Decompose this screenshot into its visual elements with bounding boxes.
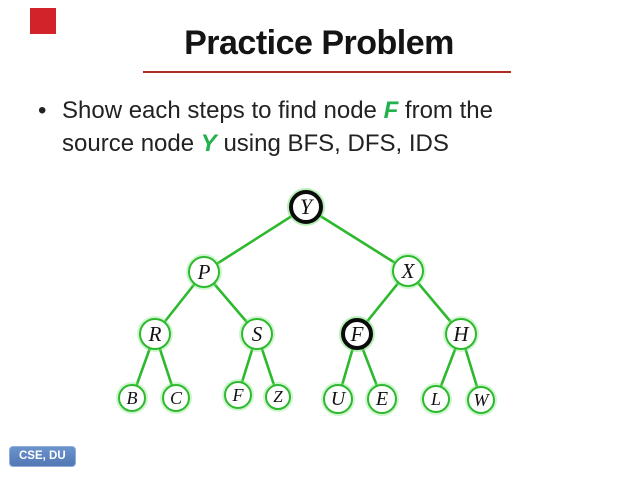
tree-node-label: P bbox=[197, 259, 211, 284]
tree-node-X: X bbox=[392, 255, 424, 287]
tree-node-E: E bbox=[367, 384, 397, 414]
tree-node-L: L bbox=[422, 385, 450, 413]
tree-node-label: B bbox=[126, 387, 138, 408]
tree-edge-Y-P bbox=[203, 205, 307, 274]
tree-node-Y: Y bbox=[289, 190, 323, 224]
tree-node-label: Y bbox=[299, 194, 313, 219]
tree-node-H: H bbox=[445, 318, 477, 350]
tree-node-R: R bbox=[139, 318, 171, 350]
tree-node-label: C bbox=[169, 387, 182, 408]
title-area: Practice Problem bbox=[0, 24, 638, 63]
bullet-line2-pre: source node bbox=[62, 130, 201, 157]
tree-node-F2: F bbox=[224, 381, 252, 409]
tree-node-W: W bbox=[467, 386, 495, 414]
corner-decoration bbox=[30, 8, 56, 34]
tree-node-label: H bbox=[453, 321, 469, 346]
tree-node-label: Z bbox=[273, 387, 283, 406]
tree-node-U: U bbox=[323, 384, 353, 414]
page-title: Practice Problem bbox=[184, 24, 454, 62]
tree-node-label: X bbox=[401, 258, 415, 283]
tree-node-C: C bbox=[162, 384, 190, 412]
tree-node-label: F bbox=[350, 321, 364, 346]
tree-edge-Y-X bbox=[305, 205, 409, 273]
bullet-line1-pre: Show each steps to find node bbox=[62, 97, 384, 124]
bullet-line-1: Show each steps to find node F from the bbox=[62, 94, 493, 127]
tree-node-label: U bbox=[330, 387, 346, 410]
tree-node-label: F bbox=[232, 384, 244, 405]
bullet-item: • Show each steps to find node F from th… bbox=[38, 94, 543, 160]
target-node-accent: F bbox=[383, 97, 399, 124]
tree-node-Z: Z bbox=[265, 384, 291, 410]
bullet-line2-post: using BFS, DFS, IDS bbox=[216, 130, 449, 157]
tree-node-label: W bbox=[473, 389, 489, 410]
title-underline bbox=[143, 71, 511, 73]
tree-node-label: S bbox=[251, 321, 263, 346]
footer-badge: CSE, DU bbox=[9, 446, 76, 467]
tree-node-label: L bbox=[430, 388, 441, 409]
tree-node-B: B bbox=[118, 384, 146, 412]
tree-node-P: P bbox=[188, 256, 220, 288]
tree-node-F: F bbox=[341, 318, 373, 350]
tree-node-label: E bbox=[375, 387, 389, 410]
bullet-text: Show each steps to find node F from the … bbox=[62, 94, 493, 160]
bullet-line1-post: from the bbox=[398, 97, 493, 124]
tree-node-S: S bbox=[241, 318, 273, 350]
bullet-line-2: source node Y using BFS, DFS, IDS bbox=[62, 127, 493, 160]
bullet-marker: • bbox=[38, 97, 47, 124]
tree-node-label: R bbox=[148, 321, 162, 346]
source-node-accent: Y bbox=[200, 130, 217, 157]
